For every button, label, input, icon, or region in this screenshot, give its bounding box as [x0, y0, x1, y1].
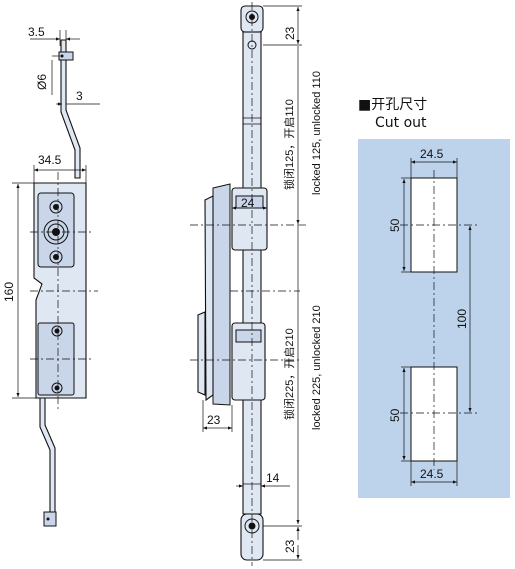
dim-23-left: 23: [207, 413, 221, 427]
cut-dim-50-top: 50: [388, 218, 402, 232]
cut-dim-24-5-top: 24.5: [420, 147, 444, 161]
note-upper-en: locked 125, unlocked 110: [311, 71, 323, 195]
middle-view: 23 锁闭125，开启110 locked 125, unlocked 110 …: [190, 2, 323, 566]
dim-3: 3: [76, 89, 83, 103]
left-rod-top: [60, 39, 81, 179]
note-lower-cn: 锁闭225，开启210: [282, 328, 296, 420]
middle-handle-side: [212, 183, 231, 406]
cut-dim-50-bottom: 50: [388, 408, 402, 422]
note-lower-en: locked 225, unlocked 210: [311, 305, 323, 430]
cut-dim-100: 100: [455, 309, 469, 329]
dim-3-5: 3.5: [28, 25, 45, 39]
cutout-section: ■开孔尺寸 Cut out 24.5 50 100 50: [358, 97, 510, 498]
dim-34-5: 34.5: [38, 153, 62, 167]
cutout-title-en: Cut out: [375, 115, 427, 131]
cut-dim-24-5-bottom: 24.5: [420, 467, 444, 481]
dim-24: 24: [241, 196, 255, 210]
note-upper-cn: 锁闭125，开启110: [282, 99, 296, 190]
dim-phi6: Ø6: [35, 74, 49, 90]
dim-14: 14: [266, 471, 280, 485]
left-view: 3.5 Ø6 3 34.5 160: [2, 25, 100, 527]
left-rod-bottom: [39, 397, 56, 521]
dim-160: 160: [2, 282, 16, 302]
cutout-title-cn: ■开孔尺寸: [358, 97, 427, 113]
dim-23-top: 23: [283, 26, 297, 40]
dim-23-bottom: 23: [283, 539, 297, 553]
